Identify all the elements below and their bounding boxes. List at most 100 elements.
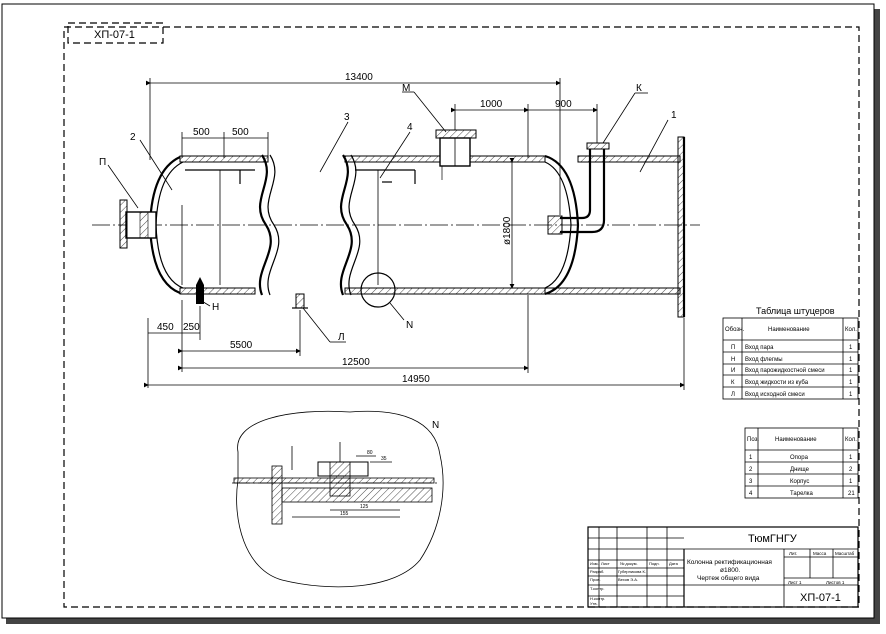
nozzle-h-2: Кол.: [845, 327, 857, 333]
shell-bottom-right: [344, 287, 546, 295]
tb-lit: Лит.: [789, 551, 797, 556]
tb-mass: Масса: [813, 551, 827, 556]
dim-13400: 13400: [345, 72, 373, 83]
tb-scale: Масштаб: [835, 551, 855, 556]
detail-angle-v: [271, 465, 283, 525]
dim-500-a: 500: [193, 127, 210, 138]
dim-250: 250: [183, 322, 200, 333]
skirt-bottom: [544, 287, 681, 295]
nozzle-r3-c2: 1: [849, 380, 853, 386]
tb-title-3: Чертеж общего вида: [697, 574, 760, 582]
callout-k: К: [636, 83, 642, 94]
tb-role-4: Н.контр.: [590, 596, 605, 601]
parts-table: Поз. Наименование Кол. 1 Опора 1 2 Днище…: [744, 427, 859, 499]
drawing-frame: [63, 26, 860, 608]
dim-diameter: ø1800: [502, 216, 513, 245]
detail-dim-c: 35: [381, 456, 387, 462]
leader-2: [139, 139, 173, 191]
parts-r3-c0: 4: [749, 491, 753, 497]
tb-col-2: Подп.: [649, 561, 660, 566]
tb-role-5: Утв.: [590, 601, 598, 606]
dim-450: 450: [157, 322, 174, 333]
detail-dim-d: 125: [360, 504, 369, 510]
nozzle-r2-c2: 1: [849, 368, 853, 374]
sheet-paper: [1, 3, 875, 619]
nozzle-r2-c0: И: [731, 368, 735, 374]
break-line-4: [348, 154, 361, 296]
callout-h: Н: [212, 302, 219, 313]
vessel: ø1800: [92, 129, 700, 318]
parts-h-2: Кол.: [845, 437, 857, 443]
dim-5500: 5500: [230, 340, 253, 351]
nozzle-r3-c0: К: [731, 380, 735, 386]
detail-label: N: [432, 420, 439, 431]
nozzle-p-wall: [139, 211, 149, 239]
stamp-box: [67, 22, 164, 44]
nozzle-table-title: Таблица штуцеров: [756, 306, 835, 316]
detail-bolt: [329, 461, 351, 497]
callout-3: 3: [344, 112, 350, 123]
nozzle-r2-c1: Вход парожидкостной смеси: [745, 367, 825, 374]
tb-col-3: Дата: [669, 561, 679, 566]
tb-role-1: Разраб.: [590, 569, 604, 574]
dimensions: 13400 500 500 1000 900 450 250 5500 1250…: [144, 72, 685, 390]
callout-m: М: [402, 83, 410, 94]
tb-org: ТюмГНГУ: [748, 533, 798, 545]
tb-code: ХП-07-1: [800, 592, 841, 604]
nozzle-r3-c1: Вход жидкости из куба: [745, 380, 809, 386]
detail-outline: [236, 410, 444, 588]
leader-p: [107, 164, 139, 209]
nozzle-l: [295, 293, 305, 309]
tb-role-2: Пров.: [590, 577, 601, 582]
skirt-top: [577, 155, 681, 163]
parts-h-0: Поз.: [747, 437, 759, 443]
leader-l: [302, 307, 331, 343]
leader-3: [319, 121, 349, 173]
dim-1000: 1000: [480, 99, 503, 110]
detail-dim-e: 155: [340, 511, 349, 517]
nozzle-table: Таблица штуцеров Обозн. Наименование Кол…: [722, 306, 859, 400]
dim-12500: 12500: [342, 357, 370, 368]
break-line-2: [267, 154, 280, 296]
nozzle-r4-c1: Вход исходной смеси: [745, 391, 805, 398]
shell-bottom-left: [179, 287, 256, 295]
tb-name-1: Вехов Э.А.: [618, 577, 638, 582]
parts-r3-c1: Тарелка: [790, 491, 813, 497]
dim-500-b: 500: [232, 127, 249, 138]
nozzle-k-flange: [586, 142, 610, 150]
nozzle-r0-c0: П: [731, 345, 735, 351]
nozzle-p-flange: [119, 199, 128, 249]
nozzle-r4-c0: Л: [731, 392, 735, 398]
tb-title-2: ø1800.: [720, 567, 740, 574]
parts-r0-c1: Опора: [790, 455, 809, 461]
leader-4: [379, 131, 411, 179]
callout-n: N: [406, 320, 413, 331]
tb-col-1: № докум.: [620, 561, 638, 566]
tb-role-3: Т.контр.: [590, 586, 605, 591]
title-block-frame: [587, 526, 859, 608]
parts-r2-c0: 3: [749, 479, 753, 485]
leader-m: [413, 91, 447, 133]
nozzle-k-pipe-inner: [560, 149, 606, 234]
nozzle-r0-c1: Вход пара: [745, 345, 774, 351]
detail-n: N 80 35 125 155: [232, 410, 444, 588]
right-head-outer: [544, 154, 580, 296]
nozzle-h-1: Наименование: [768, 327, 810, 333]
parts-r0-c0: 1: [749, 455, 753, 461]
parts-r1-c2: 2: [849, 467, 853, 473]
parts-h-1: Наименование: [775, 437, 817, 443]
tb-name-0: Губерникова К.: [618, 569, 646, 574]
nozzle-h: [196, 277, 204, 304]
tb-role-0: Изм.: [590, 561, 599, 566]
nozzle-r4-c2: 1: [849, 392, 853, 398]
parts-r1-c1: Днище: [790, 467, 810, 473]
leader-k: [602, 92, 636, 144]
parts-r1-c0: 2: [749, 467, 753, 473]
parts-r0-c2: 1: [849, 455, 853, 461]
title-block: ТюмГНГУ Изм. Разраб. Пров. Т.контр. Н.ко…: [587, 526, 859, 608]
nozzle-r1-c2: 1: [849, 357, 853, 363]
nozzle-k-pipe-outer: [560, 149, 592, 220]
nozzle-r0-c2: 1: [849, 345, 853, 351]
